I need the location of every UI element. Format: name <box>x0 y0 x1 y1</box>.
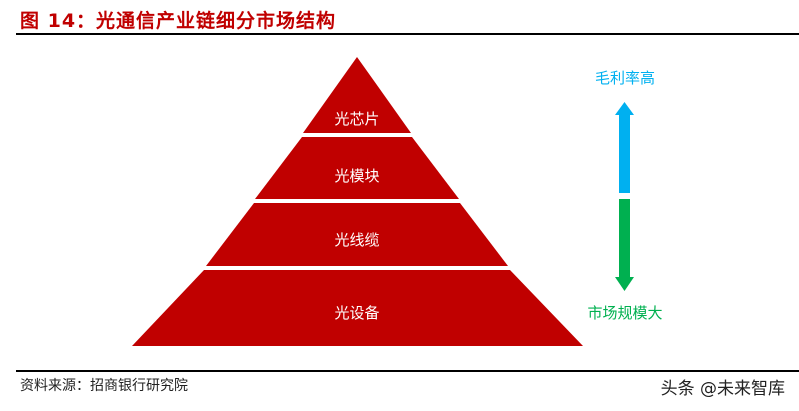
footer-divider <box>16 370 799 372</box>
pyramid-layer-1 <box>303 57 411 133</box>
pyramid-layer-4 <box>132 270 583 346</box>
pyramid-layer-2 <box>255 137 459 199</box>
layer-label-optical-cable: 光线缆 <box>334 231 380 249</box>
layer-label-optical-module: 光模块 <box>334 167 380 185</box>
high-margin-label: 毛利率高 <box>594 69 656 87</box>
figure-title: 图 14：光通信产业链细分市场结构 <box>20 10 337 32</box>
watermark: 头条 @未来智库 <box>660 379 785 399</box>
layer-label-optical-chip: 光芯片 <box>334 110 380 128</box>
layer-label-optical-equipment: 光设备 <box>334 304 380 322</box>
arrow-up-icon <box>615 102 634 193</box>
source-note: 资料来源：招商银行研究院 <box>20 378 188 394</box>
large-market-label: 市场规模大 <box>587 304 663 322</box>
arrow-down-icon <box>615 199 634 291</box>
pyramid-layer-3 <box>206 203 508 266</box>
title-divider <box>16 33 799 35</box>
